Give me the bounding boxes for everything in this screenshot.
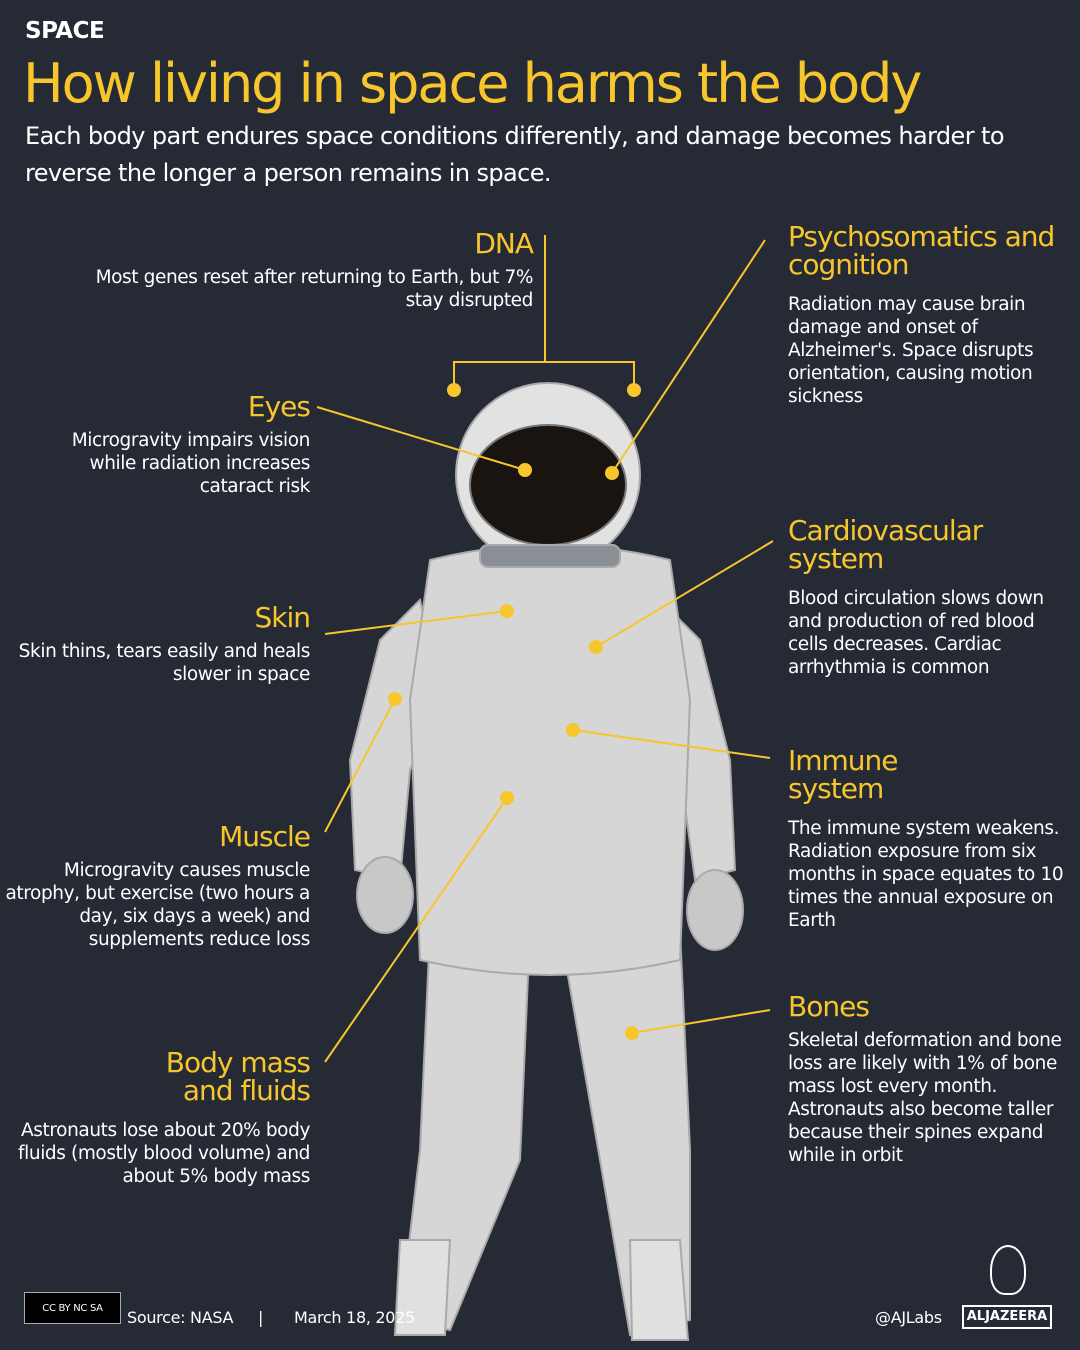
dna-dot-left <box>447 383 461 397</box>
dna-dot-right <box>627 383 641 397</box>
handle[interactable]: @AJLabs <box>875 1308 942 1327</box>
label-title: DNA <box>474 227 534 260</box>
psychosomatics-dot <box>605 466 619 480</box>
eyes-dot <box>518 463 532 477</box>
label-cardiovascular: Cardiovascular system Blood circulation … <box>788 517 1073 679</box>
aljazeera-wordmark: ALJAZEERA <box>962 1305 1052 1329</box>
muscle-dot <box>388 692 402 706</box>
source: Source: NASA <box>127 1308 234 1327</box>
psychosomatics-leader <box>611 239 766 474</box>
label-text: The immune system weakens. Radiation exp… <box>788 818 1064 931</box>
bones-leader <box>631 1009 771 1034</box>
kicker: SPACE <box>25 18 105 44</box>
subtitle: Each body part endures space conditions … <box>25 122 1005 187</box>
label-bones: Bones Skeletal deformation and bone loss… <box>788 993 1073 1167</box>
body-mass-leader <box>324 797 508 1063</box>
label-title: Eyes <box>247 390 311 423</box>
leader-lines <box>316 235 774 1063</box>
body-mass-dot <box>500 791 514 805</box>
label-text: Radiation may cause brain damage and ons… <box>788 294 1034 407</box>
dna-leader <box>453 235 635 390</box>
muscle-leader <box>324 698 396 833</box>
label-text: Skeletal deformation and bone loss are l… <box>788 1030 1062 1166</box>
label-body-mass: Body mass and fluids Astronauts lose abo… <box>0 1046 311 1188</box>
label-eyes: Eyes Microgravity impairs vision while r… <box>40 390 311 498</box>
bones-dot <box>625 1026 639 1040</box>
page-title: How living in space harms the body <box>23 52 922 115</box>
skin-dot <box>500 604 514 618</box>
label-title: Psychosomatics and cognition <box>788 220 1055 281</box>
cardiovascular-dot <box>589 640 603 654</box>
label-title: Immune system <box>788 744 899 805</box>
label-title: Body mass and fluids <box>165 1046 311 1107</box>
label-immune: Immune system The immune system weakens.… <box>788 747 1073 932</box>
date: March 18, 2025 <box>294 1308 415 1327</box>
separator: | <box>258 1308 264 1327</box>
cc-license-badge[interactable]: CC BY NC SA <box>24 1292 121 1324</box>
label-text: Microgravity impairs vision while radiat… <box>71 430 311 497</box>
astronaut-figure <box>348 382 744 1341</box>
label-title: Muscle <box>219 820 311 853</box>
label-title: Skin <box>254 601 311 634</box>
skin-leader <box>324 610 508 635</box>
eyes-leader <box>316 406 526 471</box>
cardiovascular-leader <box>595 540 774 648</box>
label-text: Blood circulation slows down and product… <box>788 588 1044 678</box>
immune-dot <box>566 723 580 737</box>
label-text: Skin thins, tears easily and heals slowe… <box>18 641 311 685</box>
label-title: Bones <box>788 990 870 1023</box>
label-skin: Skin Skin thins, tears easily and heals … <box>5 601 311 686</box>
label-text: Microgravity causes muscle atrophy, but … <box>5 860 310 950</box>
label-psychosomatics: Psychosomatics and cognition Radiation m… <box>788 223 1063 408</box>
label-muscle: Muscle Microgravity causes muscle atroph… <box>0 820 311 951</box>
label-text: Astronauts lose about 20% body fluids (m… <box>18 1120 310 1187</box>
label-text: Most genes reset after returning to Eart… <box>95 267 534 311</box>
aljazeera-logo-icon <box>990 1245 1026 1295</box>
label-title: Cardiovascular system <box>788 514 983 575</box>
label-dna: DNA Most genes reset after returning to … <box>60 227 534 312</box>
immune-leader <box>572 729 771 759</box>
